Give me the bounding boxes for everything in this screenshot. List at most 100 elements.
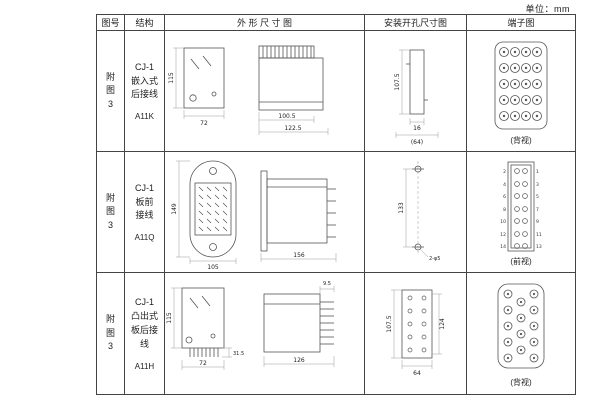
side-view: [258, 45, 323, 110]
terminal-number: 3: [536, 182, 539, 188]
view-label: (前视): [510, 256, 532, 266]
terminal-plate: [497, 283, 545, 369]
dim-side-b-label: 122.5: [284, 125, 301, 132]
dim-side-a-label: 100.5: [278, 113, 295, 120]
height-dim-lines: [172, 47, 184, 108]
pitch-dim-lines: [402, 168, 428, 257]
side-view: [260, 170, 336, 251]
terminal-pins: [514, 167, 528, 249]
terminal-drawing-a11k: [494, 41, 548, 129]
fig-no-cell-a11h: 附图3: [97, 273, 125, 394]
install-drawing-a11h: 107.5 124 64: [386, 289, 446, 377]
dim-cut-span-label: (64): [410, 139, 422, 146]
terminal-number: 10: [500, 219, 506, 225]
model-label: A11K: [135, 112, 154, 122]
terminal-number: 14: [500, 244, 506, 250]
dim-height-label: 115: [166, 312, 173, 324]
side-dim-lines: [258, 111, 328, 135]
dim-width-label: 72: [199, 360, 207, 367]
terminal-pins: [503, 289, 539, 363]
outline-drawing-a11h: 115 72 31.5 9.5 126: [166, 281, 334, 370]
dim-cut-width-label: 16: [413, 125, 421, 132]
front-view: [189, 160, 236, 257]
install-drawing-a11q: 133 2-φ5: [398, 160, 440, 262]
hole-plate: [401, 289, 432, 359]
install-cell-a11h: 107.5 124 64: [365, 273, 467, 394]
side-dim-lines: [263, 286, 334, 367]
dim-height-label: 149: [171, 203, 178, 215]
front-dim-lines: [175, 160, 236, 264]
cutout-shape: [405, 49, 428, 114]
fig-no-label: 附图3: [105, 71, 115, 109]
dim-pitch-label: 133: [398, 202, 405, 214]
outline-drawing-a11q: 149 105 156: [171, 160, 336, 271]
front-pins: [198, 186, 227, 231]
terminal-number: 4: [503, 182, 506, 188]
terminal-drawing-a11q: 2 4 6 8 10 12 14 1 3 5 7 9 11 13: [500, 161, 542, 251]
view-label: (背视): [510, 135, 532, 145]
outline-cell-a11k: 115 72: [165, 31, 365, 152]
side-view: [263, 293, 334, 353]
terminal-cell-a11h: (背视): [467, 273, 575, 394]
view-label: (背视): [510, 378, 532, 387]
terminal-number: 2: [503, 169, 506, 175]
cutout-dim-lines: [395, 49, 438, 138]
unit-label: 单位：mm: [525, 4, 570, 14]
dim-width-label: 105: [207, 264, 219, 271]
structure-cell-a11q: CJ-1 板前 接线 A11Q: [125, 152, 165, 273]
terminal-strip: [507, 161, 535, 251]
model-label: A11Q: [134, 233, 155, 243]
structure-label: CJ-1 嵌入式 后接线: [130, 61, 158, 100]
width-dim-lines: [183, 109, 224, 119]
terminal-number: 1: [536, 169, 539, 175]
structure-cell-a11k: CJ-1 嵌入式 后接线 A11K: [125, 31, 165, 152]
outline-cell-a11q: 149 105 156: [165, 152, 365, 273]
header-terminal-diagram: 端子图: [467, 15, 575, 31]
dim-side-label: 126: [293, 357, 305, 364]
dim-cut-height-label: 107.5: [394, 73, 401, 90]
structure-label: CJ-1 板前 接线: [134, 182, 154, 221]
outline-drawing-a11k: 115 72: [168, 45, 328, 135]
terminal-number: 6: [503, 194, 506, 200]
dim-width-label: 72: [200, 120, 208, 127]
terminal-numbers: 2 4 6 8 10 12 14 1 3 5 7 9 11 13: [500, 169, 542, 250]
terminal-cell-a11q: 2 4 6 8 10 12 14 1 3 5 7 9 11 13 (前视): [467, 152, 575, 273]
hole-spec-label: 2-φ5: [429, 256, 440, 262]
fig-no-label: 附图3: [105, 192, 115, 230]
hole-dim-lines: [390, 289, 442, 369]
terminal-pins: [499, 46, 542, 121]
terminal-cell-a11k: (背视): [467, 31, 575, 152]
install-cell-a11q: 133 2-φ5: [365, 152, 467, 273]
terminal-number: 9: [536, 219, 539, 225]
install-cell-a11k: 107.5 16 (64): [365, 31, 467, 152]
model-label: A11H: [134, 361, 155, 371]
terminal-number: 8: [503, 207, 506, 213]
dim-height-label: 115: [168, 72, 175, 84]
side-dim-lines: [260, 252, 336, 262]
front-dim-lines: [170, 287, 232, 370]
header-outline-dims: 外 形 尺 寸 图: [165, 15, 365, 31]
terminal-number: 13: [536, 244, 542, 250]
header-fig-no: 图号: [97, 15, 125, 31]
terminal-number: 11: [536, 232, 542, 238]
fig-no-cell-a11k: 附图3: [97, 31, 125, 152]
header-structure: 结构: [125, 15, 165, 31]
dim-pin-label: 9.5: [323, 281, 331, 287]
dim-side-label: 156: [293, 252, 305, 259]
structure-label: CJ-1 凸出式 板后接 线: [130, 297, 158, 349]
fig-no-cell-a11q: 附图3: [97, 152, 125, 273]
drill-holes: [407, 295, 426, 353]
install-drawing-a11k: 107.5 16 (64): [394, 49, 438, 146]
terminal-number: 12: [500, 232, 506, 238]
dim-pin-length-label: 31.5: [233, 351, 244, 357]
outline-cell-a11h: 115 72 31.5 9.5 126: [165, 273, 365, 394]
terminal-number: 5: [536, 194, 539, 200]
terminal-plate: [494, 41, 548, 129]
fig-no-label: 附图3: [105, 314, 115, 352]
front-view: [183, 47, 224, 108]
dim-cut-height-label: 107.5: [386, 315, 393, 332]
dim-cut-width-label: 64: [413, 370, 421, 377]
terminal-number: 7: [536, 207, 539, 213]
terminal-drawing-a11h: [497, 283, 545, 369]
structure-cell-a11h: CJ-1 凸出式 板后接 线 A11H: [125, 273, 165, 394]
